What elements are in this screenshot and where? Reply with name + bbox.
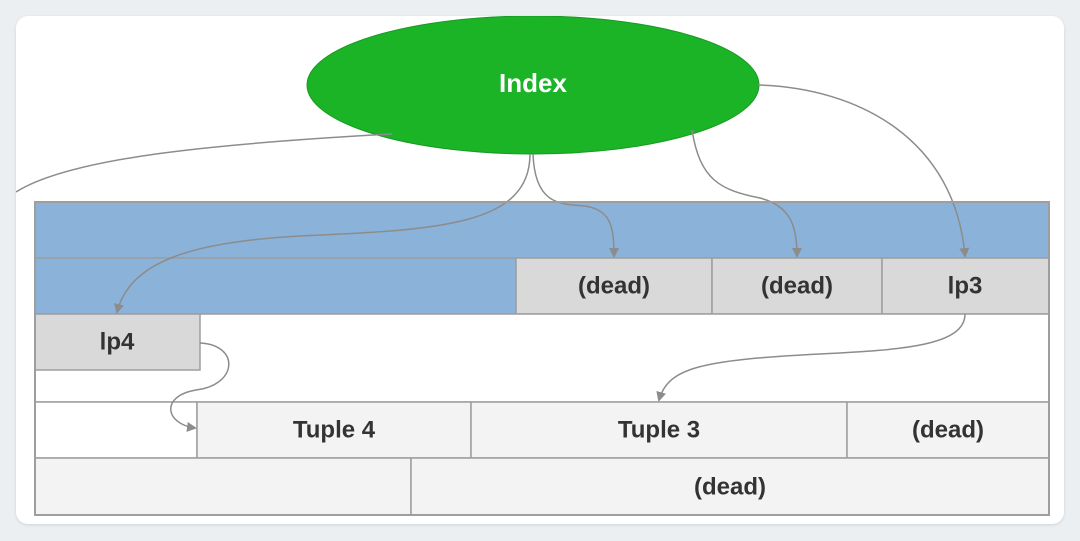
arrow-index-to-dead-2: [691, 129, 802, 258]
page-row-3-background: [34, 313, 1050, 403]
arrow-lp3-to-tuple-3: [656, 313, 966, 402]
tuple-4-label: Tuple 4: [293, 416, 376, 443]
heap-page-diagram: (dead) (dead) lp3 lp4 Tuple 4 Tuple 3 (d…: [16, 16, 1050, 516]
tuple-3-label: Tuple 3: [618, 416, 700, 443]
arrow-index-to-lp3: [757, 84, 970, 258]
bottom-row-empty-cell: [34, 457, 412, 516]
tuple-4-cell: [196, 401, 472, 459]
page-header-row: [34, 201, 1050, 259]
arrow-index-to-dead-1: [532, 153, 619, 258]
line-pointer-dead-1-label: (dead): [578, 272, 650, 299]
diagram-card: (dead) (dead) lp3 lp4 Tuple 4 Tuple 3 (d…: [16, 16, 1064, 524]
line-pointer-free-area: [34, 257, 517, 315]
arrow-lp4-to-tuple-4: [170, 342, 230, 432]
tuple-dead-3-cell: [846, 401, 1050, 459]
line-pointer-lp3-label: lp3: [948, 272, 983, 299]
line-pointer-dead-2-cell: [711, 257, 883, 315]
line-pointer-dead-1-cell: [515, 257, 713, 315]
page-outer-border: [34, 201, 1050, 516]
index-outgoing-left-curve: [16, 133, 393, 193]
line-pointer-dead-2-label: (dead): [761, 272, 833, 299]
tuple-dead-4-label: (dead): [694, 473, 766, 500]
tuple-row-free-space: [34, 401, 198, 459]
line-pointer-lp3-cell: [881, 257, 1050, 315]
line-pointer-lp4-cell: [34, 313, 201, 371]
index-label: Index: [499, 68, 567, 98]
line-pointer-lp4-label: lp4: [100, 328, 135, 355]
tuple-dead-3-label: (dead): [912, 416, 984, 443]
